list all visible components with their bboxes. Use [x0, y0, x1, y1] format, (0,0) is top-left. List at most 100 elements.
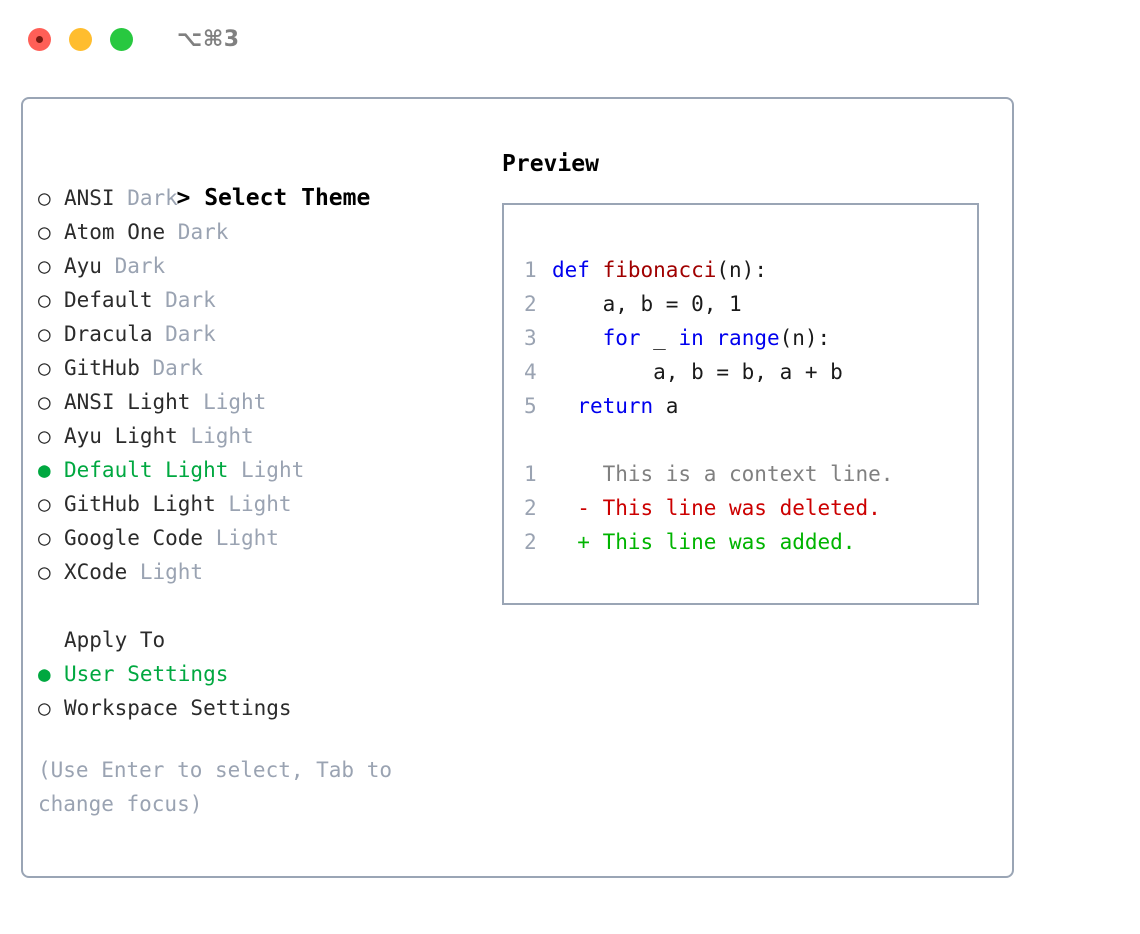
code-indent: [552, 326, 603, 350]
theme-list-column: > Select Theme ○ANSI Dark○Atom One Dark○…: [38, 147, 478, 821]
theme-kind-badge: Light: [228, 458, 305, 482]
theme-option-github[interactable]: ○ GitHub Dark: [38, 351, 478, 385]
radio-selected-icon[interactable]: ●: [38, 662, 51, 686]
radio-unselected-icon[interactable]: ○: [38, 696, 51, 720]
theme-kind-badge: Dark: [101, 254, 166, 278]
apply-to-option-user-settings[interactable]: ● User Settings: [38, 657, 478, 691]
theme-kind-badge: Light: [127, 560, 204, 584]
radio-unselected-icon[interactable]: ○: [38, 288, 51, 312]
theme-name: Default: [64, 288, 153, 312]
maximize-window-icon[interactable]: [110, 27, 133, 51]
code-token: [590, 258, 603, 282]
theme-list: ○ ANSI Dark ○ Atom One Dark ○ Ayu Dark ○ Defaul…: [38, 181, 478, 589]
theme-option-google-code[interactable]: ○Google Code Light: [38, 521, 478, 555]
theme-kind-badge: Dark: [165, 220, 229, 244]
radio-unselected-icon[interactable]: ○: [38, 220, 51, 244]
keyboard-hint: (Use Enter to select, Tab to change focu…: [38, 758, 405, 816]
apply-to-option-workspace-settings[interactable]: ○Workspace Settings: [38, 691, 478, 725]
select-theme-title: Select Theme: [204, 185, 371, 211]
theme-picker-panel: > Select Theme ○ANSI Dark○Atom One Dark○…: [21, 97, 1014, 878]
diff-line-del: 2 - This line was deleted.: [524, 491, 977, 525]
theme-name: Ayu: [64, 254, 102, 278]
code-token: a, b = b, a + b: [653, 360, 843, 384]
theme-name: ANSI: [64, 186, 115, 210]
code-indent: [552, 292, 603, 316]
code-token: return: [577, 394, 654, 418]
radio-unselected-icon[interactable]: ○: [38, 492, 51, 516]
theme-option-xcode[interactable]: ○ XCode Light: [38, 555, 478, 589]
code-line: 4 a, b = b, a + b: [524, 355, 977, 389]
line-number: 4: [524, 360, 537, 384]
line-number: 2: [524, 530, 537, 554]
theme-option-ansi[interactable]: ○ANSI Dark: [38, 181, 478, 215]
apply-to-label: Apply To: [38, 623, 478, 657]
theme-name: GitHub Light: [64, 492, 216, 516]
theme-kind-badge: Dark: [139, 356, 204, 380]
radio-unselected-icon[interactable]: ○: [38, 186, 51, 210]
window-controls: [28, 27, 133, 51]
radio-selected-icon[interactable]: ●: [38, 458, 51, 482]
prompt-caret-icon: >: [176, 185, 205, 211]
code-token: (n):: [779, 326, 831, 350]
theme-option-ayu-light[interactable]: ○Ayu Light Light: [38, 419, 478, 453]
diff-text: This line was deleted.: [602, 496, 881, 520]
code-token: range: [716, 326, 780, 350]
diff-marker: +: [552, 530, 603, 554]
diff-text: This is a context line.: [602, 462, 894, 486]
apply-to-option-label: User Settings: [64, 662, 229, 686]
apply-to-text: Apply To: [64, 628, 166, 652]
radio-unselected-icon[interactable]: ○: [38, 390, 51, 414]
radio-unselected-icon[interactable]: ○: [38, 560, 51, 584]
select-theme-header: > Select Theme: [38, 147, 478, 211]
diff-line-add: 2 + This line was added.: [524, 525, 977, 559]
diff-marker: [552, 462, 603, 486]
theme-name: GitHub: [64, 356, 140, 380]
panel-columns: > Select Theme ○ANSI Dark○Atom One Dark○…: [23, 99, 1012, 876]
line-number: 2: [524, 496, 537, 520]
theme-option-ansi-light[interactable]: ○ANSI Light Light: [38, 385, 478, 419]
theme-option-default-light[interactable]: ● Default Light Light: [38, 453, 478, 487]
code-token: [704, 326, 717, 350]
radio-unselected-icon[interactable]: ○: [38, 526, 51, 550]
line-number: 1: [524, 258, 537, 282]
code-token: a, b = 0, 1: [602, 292, 742, 316]
theme-name: XCode: [64, 560, 128, 584]
code-token: (n):: [716, 258, 767, 282]
preview-title: Preview: [502, 151, 599, 177]
code-line: 5 return a: [524, 389, 977, 423]
theme-option-ayu[interactable]: ○ Ayu Dark: [38, 249, 478, 283]
theme-option-default[interactable]: ○Default Dark: [38, 283, 478, 317]
theme-name: Default Light: [64, 458, 229, 482]
theme-name: Atom One: [64, 220, 166, 244]
diff-line-ctx: 1 This is a context line.: [524, 457, 977, 491]
code-indent: [552, 360, 653, 384]
theme-option-dracula[interactable]: ○Dracula Dark: [38, 317, 478, 351]
code-line: 2 a, b = 0, 1: [524, 287, 977, 321]
code-token: a: [653, 394, 679, 418]
line-number: 1: [524, 462, 537, 486]
theme-option-atom-one[interactable]: ○ Atom One Dark: [38, 215, 478, 249]
theme-name: Ayu Light: [64, 424, 178, 448]
close-window-icon[interactable]: [28, 27, 51, 51]
radio-unselected-icon[interactable]: ○: [38, 424, 51, 448]
radio-unselected-icon[interactable]: ○: [38, 356, 51, 380]
apply-to-options: ● User Settings ○Workspace Settings: [38, 657, 478, 725]
radio-unselected-icon[interactable]: ○: [38, 254, 51, 278]
code-token: for: [602, 326, 641, 350]
theme-kind-badge: Dark: [152, 322, 216, 346]
minimize-window-icon[interactable]: [69, 27, 92, 51]
theme-option-github-light[interactable]: ○GitHub Light Light: [38, 487, 478, 521]
diff-sample: 1 This is a context line.2 - This line w…: [524, 457, 977, 559]
code-indent: [552, 394, 577, 418]
keyboard-shortcut-label: ⌥⌘3: [177, 26, 240, 52]
theme-name: ANSI Light: [64, 390, 191, 414]
theme-name: Google Code: [64, 526, 204, 550]
code-line: 3 for _ in range(n):: [524, 321, 977, 355]
code-token: fibonacci: [602, 258, 717, 282]
radio-unselected-icon[interactable]: ○: [38, 322, 51, 346]
